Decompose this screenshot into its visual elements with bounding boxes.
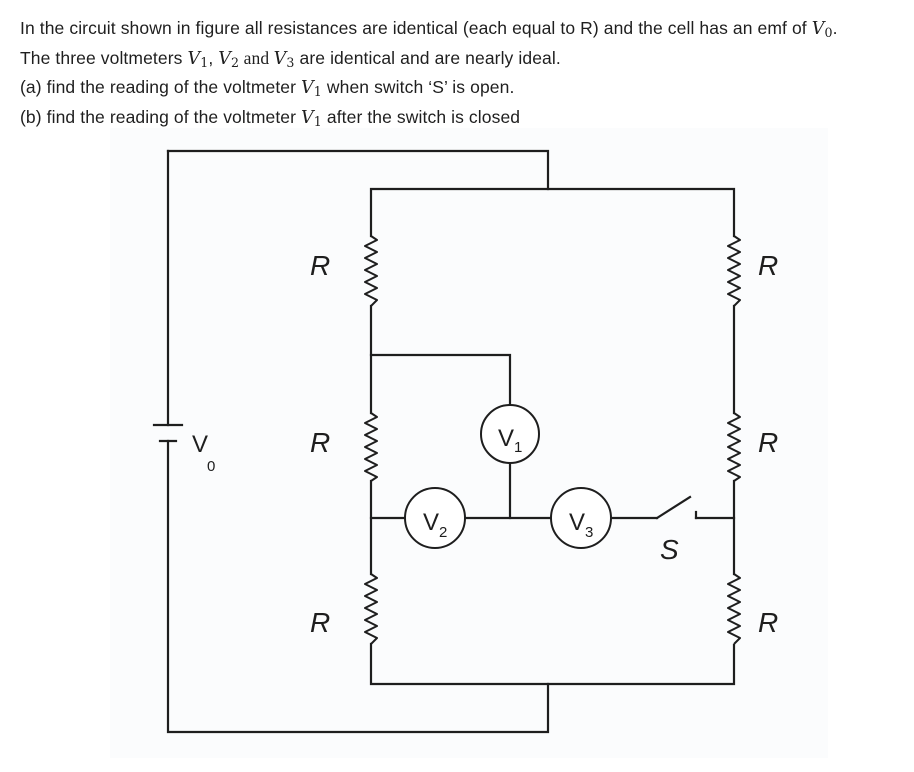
- question-part-a: (a) find the reading of the voltmeter V1…: [20, 73, 900, 103]
- v2-letter: V: [218, 48, 232, 69]
- line2-pre: The three voltmeters: [20, 47, 188, 68]
- voltmeter-v2-ring: [404, 487, 466, 549]
- switch-label: S: [660, 534, 679, 565]
- voltmeter-v2: V 2: [404, 487, 466, 549]
- resistor-left-top: [364, 235, 378, 307]
- resistor-left-bottom-label: R: [310, 607, 330, 638]
- v1-letter: V: [187, 48, 201, 69]
- v1-sub: 1: [200, 54, 209, 70]
- circuit-svg: V 0 R R R R R R S: [152, 149, 778, 734]
- v3-letter: V: [273, 48, 287, 69]
- v2-sub: 2: [231, 54, 240, 70]
- circuit-diagram: V 0 R R R R R R S: [110, 128, 828, 758]
- part-a-pre: (a) find the reading of the voltmeter: [20, 77, 302, 97]
- voltmeter-v3-ring: [550, 487, 612, 549]
- voltmeter-v3-label: V: [569, 509, 585, 536]
- line1-end: .: [832, 18, 838, 38]
- voltmeter-v3: V 3: [550, 487, 612, 549]
- line2-sep: ,: [208, 47, 219, 68]
- resistor-left-bottom: [364, 573, 378, 645]
- resistor-right-middle: [727, 412, 741, 482]
- part-b-v-letter: V: [301, 107, 314, 128]
- wire-bridge-top: [369, 187, 736, 238]
- v1-symbol: V1: [187, 49, 208, 69]
- voltmeter-v1: V 1: [480, 404, 540, 464]
- battery-cell: [152, 423, 184, 443]
- question-line-2: The three voltmeters V1, V2 and V3 are i…: [20, 44, 900, 74]
- voltmeter-v1-sub: 1: [514, 439, 522, 456]
- part-b-pre: (b) find the reading of the voltmeter: [20, 106, 302, 127]
- voltmeter-v3-sub: 3: [585, 524, 593, 541]
- v2-symbol: V2: [218, 49, 239, 69]
- part-b-v-sub: 1: [313, 113, 322, 129]
- voltmeter-v1-label: V: [498, 425, 514, 452]
- part-a-post: when switch ‘S’ is open.: [321, 77, 515, 97]
- resistor-left-middle-label: R: [310, 427, 330, 458]
- emf-symbol: V0: [812, 19, 833, 39]
- resistor-right-top: [727, 235, 741, 307]
- resistor-right-top-label: R: [758, 250, 778, 281]
- part-b-post: after the switch is closed: [321, 106, 521, 127]
- voltmeter-v2-sub: 2: [439, 524, 447, 541]
- question-line-1: In the circuit shown in figure all resis…: [20, 14, 900, 44]
- question-text: In the circuit shown in figure all resis…: [20, 14, 900, 132]
- line2-post: are identical and are nearly ideal.: [294, 47, 561, 68]
- wire-v1-branch: [369, 353, 512, 407]
- v3-sub: 3: [286, 54, 295, 70]
- resistor-left-middle: [364, 412, 378, 482]
- resistor-right-bottom-label: R: [758, 607, 778, 638]
- v3-symbol: V3: [274, 49, 295, 69]
- part-a-v-letter: V: [301, 78, 314, 98]
- part-a-v1-symbol: V1: [301, 78, 322, 98]
- emf-symbol-sub: 0: [824, 25, 833, 41]
- wire-outer-top: [166, 149, 550, 191]
- wire-outer-left-lower: [166, 439, 550, 734]
- line1-text: In the circuit shown in figure all resis…: [20, 18, 812, 38]
- question-part-b: (b) find the reading of the voltmeter V1…: [20, 103, 900, 133]
- voltmeter-v1-ring: [480, 404, 540, 464]
- voltmeter-v2-label: V: [423, 509, 439, 536]
- battery-label: V: [192, 431, 208, 458]
- line2-and: and: [239, 47, 274, 68]
- resistor-left-top-label: R: [310, 250, 330, 281]
- resistor-right-bottom: [727, 573, 741, 645]
- resistor-right-middle-label: R: [758, 427, 778, 458]
- part-a-v-sub: 1: [313, 84, 322, 100]
- switch-blade: [655, 495, 692, 520]
- battery-label-sub: 0: [207, 458, 215, 475]
- wire-bridge-bottom: [369, 642, 736, 686]
- emf-symbol-letter: V: [811, 19, 825, 39]
- part-b-v1-symbol: V1: [301, 108, 322, 128]
